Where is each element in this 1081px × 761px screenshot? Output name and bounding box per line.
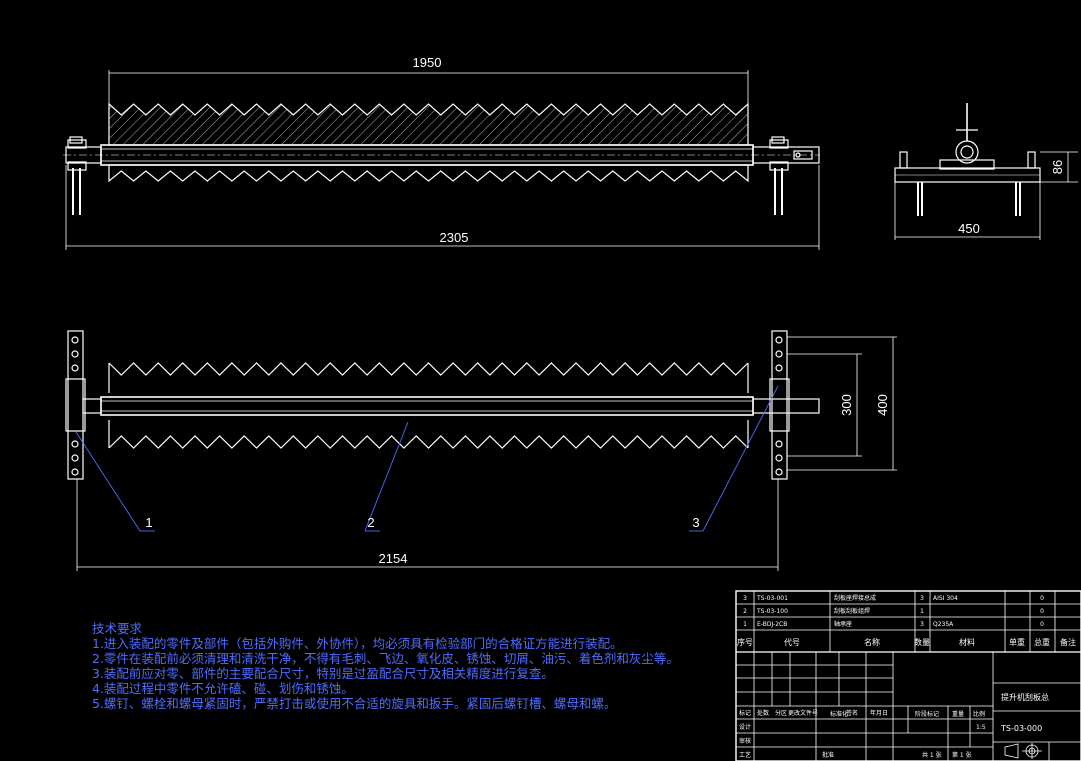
- bom-header-qty: 数量: [914, 637, 930, 647]
- bom-header-note: 备注: [1060, 637, 1076, 647]
- bom-table: 3 TS-03-001 刮板座焊接总成 3 AISI 304 0 2 TS-03…: [737, 594, 1076, 647]
- svg-text:阶段标记: 阶段标记: [915, 710, 939, 718]
- title-block-lines: [735, 590, 1081, 761]
- dim-2305-label: 2305: [440, 230, 469, 245]
- dim-450: [894, 182, 1041, 240]
- svg-text:3: 3: [920, 595, 924, 602]
- note-item: 5.螺钉、螺栓和螺母紧固时，严禁打击或使用不合适的旋具和扳手。紧固后螺钉槽、螺母…: [92, 696, 617, 711]
- svg-text:分区: 分区: [775, 709, 787, 717]
- dim-2154-label: 2154: [379, 551, 408, 566]
- bom-header-material: 材料: [959, 637, 975, 647]
- svg-text:刮板座焊接总成: 刮板座焊接总成: [834, 594, 876, 602]
- svg-text:刮板刮板组焊: 刮板刮板组焊: [834, 607, 870, 615]
- side-view: [894, 103, 1041, 216]
- notes-title: 技术要求: [92, 621, 143, 636]
- dim-1950-label: 1950: [413, 55, 442, 70]
- title-block: 标记 处数 分区 更改文件号 签名 年月日 设计 标准化 阶段标记 重量 比例 …: [739, 692, 1049, 759]
- svg-text:2: 2: [743, 608, 747, 615]
- bom-header-code: 代号: [784, 637, 800, 647]
- svg-text:设计: 设计: [739, 723, 751, 731]
- svg-text:标记: 标记: [739, 709, 751, 717]
- leaders: [75, 385, 779, 532]
- dim-2154: [76, 479, 779, 571]
- svg-text:0: 0: [1040, 595, 1044, 602]
- dim-400-label: 400: [875, 394, 890, 416]
- note-item: 1.进入装配的零件及部件（包括外购件、外协件），均必须具有检验部门的合格证方能进…: [92, 636, 623, 651]
- bom-header-name: 名称: [864, 637, 880, 647]
- svg-text:Q235A: Q235A: [933, 621, 954, 628]
- svg-text:1: 1: [743, 621, 747, 628]
- bom-header-unit-weight: 单重: [1009, 637, 1025, 647]
- dim-450-label: 450: [958, 221, 980, 236]
- upper-teeth: [108, 102, 749, 146]
- note-item: 2.零件在装配前必须清理和清洗干净，不得有毛刺、飞边、氧化皮、锈蚀、切屑、油污、…: [92, 651, 679, 666]
- svg-text:比例: 比例: [973, 710, 985, 718]
- dim-1950: [108, 70, 749, 104]
- svg-text:E-BDJ-2CB: E-BDJ-2CB: [757, 621, 787, 628]
- svg-text:重量: 重量: [952, 710, 964, 718]
- svg-text:0: 0: [1040, 621, 1044, 628]
- note-item: 4.装配过程中零件不允许磕、碰、划伤和锈蚀。: [92, 681, 354, 696]
- svg-text:年月日: 年月日: [870, 709, 888, 717]
- projection-symbol-icon: [1004, 743, 1042, 759]
- balloon-3: 3: [692, 515, 699, 530]
- balloon-1: 1: [145, 515, 152, 530]
- svg-text:0: 0: [1040, 608, 1044, 615]
- drawing-title: 提升机刮板总: [1001, 692, 1049, 702]
- svg-text:工艺: 工艺: [739, 751, 751, 759]
- svg-text:共 1 张: 共 1 张: [922, 751, 942, 759]
- svg-text:1: 1: [920, 608, 924, 615]
- bom-header-total-weight: 总重: [1034, 637, 1050, 647]
- drawing-number: TS-03-000: [1000, 724, 1042, 733]
- right-bracket-plate: [771, 330, 788, 480]
- scale-value: 1:5: [976, 724, 986, 731]
- svg-text:TS-03-001: TS-03-001: [756, 595, 788, 602]
- dim-400: [787, 336, 897, 471]
- balloon-2: 2: [367, 515, 374, 530]
- left-bracket-plate: [67, 330, 84, 480]
- dim-300: [787, 353, 862, 457]
- note-item: 3.装配前应对零、部件的主要配合尺寸，特别是过盈配合尺寸及相关精度进行复查。: [92, 666, 554, 681]
- bom-header-no: 序号: [737, 637, 753, 647]
- svg-text:轴承座: 轴承座: [834, 620, 852, 628]
- svg-text:3: 3: [920, 621, 924, 628]
- svg-text:AISI 304: AISI 304: [933, 595, 958, 602]
- front-upper-teeth: [108, 362, 749, 376]
- svg-text:批准: 批准: [822, 751, 834, 759]
- technical-requirements: 技术要求 1.进入装配的零件及部件（包括外购件、外协件），均必须具有检验部门的合…: [92, 621, 679, 711]
- svg-text:TS-03-100: TS-03-100: [756, 608, 788, 615]
- svg-text:审核: 审核: [739, 737, 751, 745]
- front-lower-teeth: [108, 435, 749, 449]
- svg-text:3: 3: [743, 595, 747, 602]
- svg-text:签名: 签名: [846, 709, 858, 717]
- svg-text:标准化: 标准化: [830, 710, 848, 718]
- top-view: [63, 102, 820, 215]
- svg-text:第 1 张: 第 1 张: [952, 751, 972, 759]
- svg-text:处数: 处数: [757, 709, 769, 717]
- lower-teeth: [108, 164, 749, 183]
- dim-86: [1040, 151, 1078, 183]
- front-view: [65, 330, 820, 480]
- dim-300-label: 300: [839, 394, 854, 416]
- dim-86-label: 86: [1050, 160, 1065, 174]
- svg-text:更改文件号: 更改文件号: [788, 709, 818, 717]
- dim-2305: [65, 165, 820, 250]
